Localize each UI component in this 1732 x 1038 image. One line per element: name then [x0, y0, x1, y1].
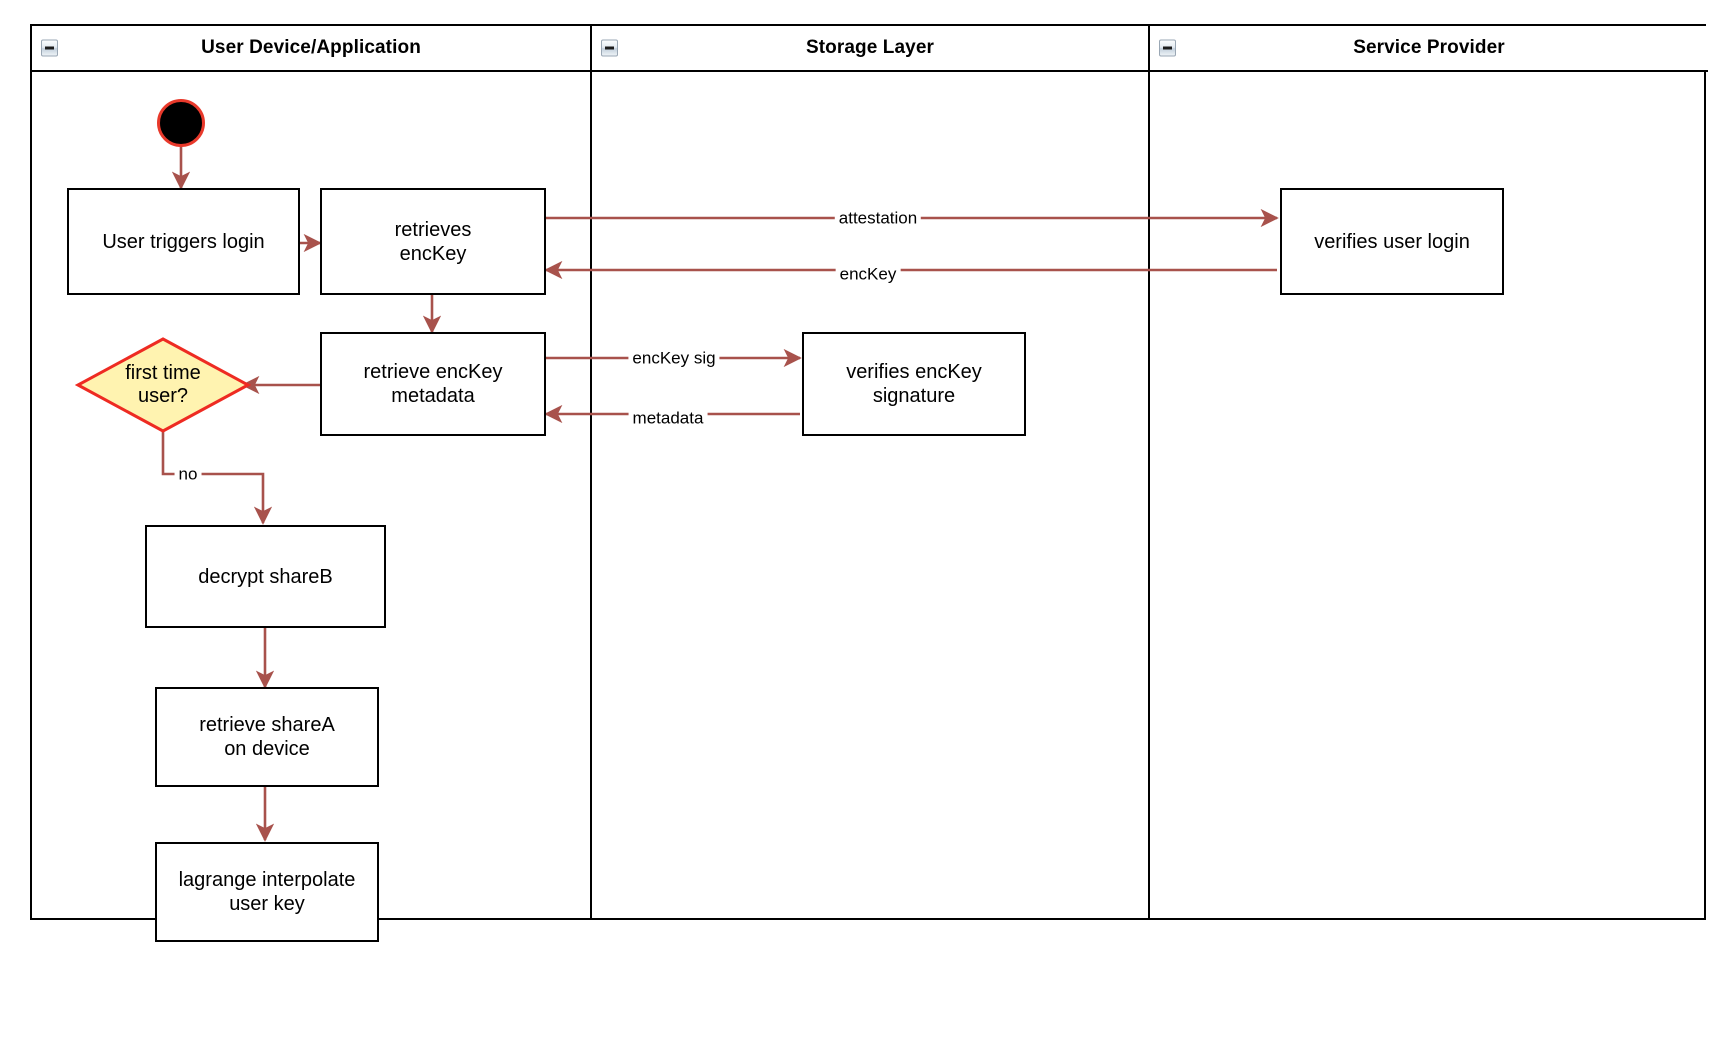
activity-label: lagrange interpolate user key — [178, 869, 356, 915]
initial-node[interactable] — [157, 99, 205, 147]
lane-header-service-provider: Service Provider — [1150, 26, 1708, 72]
lane-user-device[interactable]: User Device/Application — [32, 26, 590, 918]
activity-retrieve-sharea-on-device[interactable]: retrieve shareA on device — [155, 687, 379, 787]
activity-verifies-user-login[interactable]: verifies user login — [1280, 188, 1504, 295]
edge-label-enckey: encKey — [835, 265, 901, 283]
decision-label: first time user? — [125, 362, 201, 407]
edge-label-no: no — [174, 465, 202, 483]
activity-retrieve-enckey-metadata[interactable]: retrieve encKey metadata — [320, 332, 546, 436]
lane-title-service-provider: Service Provider — [1353, 37, 1505, 58]
activity-user-triggers-login[interactable]: User triggers login — [67, 188, 300, 295]
activity-label: decrypt shareB — [198, 565, 333, 588]
activity-label: retrieves encKey — [394, 218, 472, 265]
activity-lagrange-interpolate-user-key[interactable]: lagrange interpolate user key — [155, 842, 379, 942]
edge-label-enckey-sig: encKey sig — [628, 349, 720, 367]
activity-decrypt-shareb[interactable]: decrypt shareB — [145, 525, 386, 628]
activity-label: retrieve shareA on device — [199, 714, 335, 760]
collapse-minus-icon[interactable] — [41, 39, 58, 57]
collapse-minus-icon[interactable] — [1159, 39, 1176, 57]
lane-header-user-device: User Device/Application — [32, 26, 590, 72]
lane-title-user-device: User Device/Application — [201, 37, 421, 58]
lane-storage[interactable]: Storage Layer — [590, 26, 1148, 918]
lane-title-storage: Storage Layer — [805, 37, 935, 58]
decision-first-time-user[interactable]: first time user? — [75, 336, 251, 434]
activity-retrieves-enckey[interactable]: retrieves encKey — [320, 188, 546, 295]
lane-header-storage: Storage Layer — [592, 26, 1148, 72]
activity-label: verifies user login — [1314, 230, 1470, 253]
activity-verifies-enckey-signature[interactable]: verifies encKey signature — [802, 332, 1026, 436]
activity-label: retrieve encKey metadata — [363, 361, 503, 407]
edge-label-metadata: metadata — [628, 409, 708, 427]
lane-service-provider[interactable]: Service Provider — [1148, 26, 1708, 918]
activity-label: verifies encKey signature — [846, 361, 982, 407]
collapse-minus-icon[interactable] — [601, 39, 618, 57]
edge-label-attestation: attestation — [834, 209, 922, 227]
activity-label: User triggers login — [102, 230, 265, 253]
decision-shape — [75, 337, 251, 433]
